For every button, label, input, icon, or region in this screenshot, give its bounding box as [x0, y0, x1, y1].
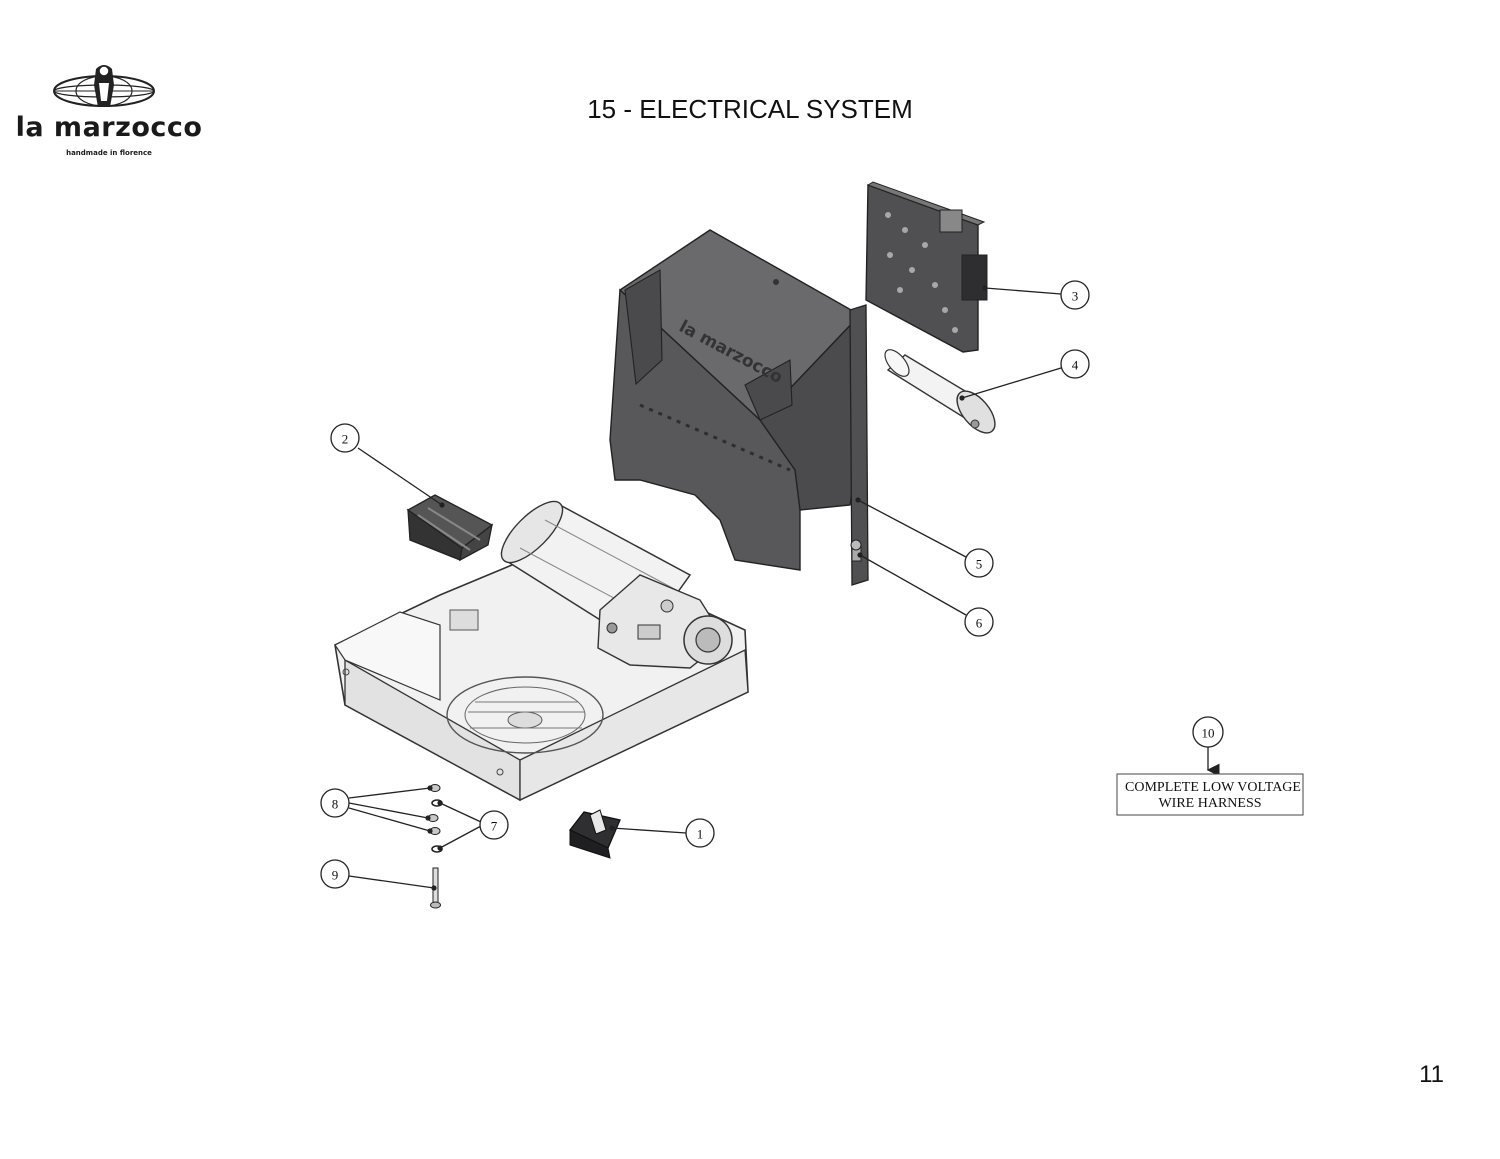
callout-7: 7 — [491, 819, 498, 834]
screw-part — [850, 539, 862, 562]
nuts-washers — [427, 784, 443, 853]
la-marzocco-logo — [53, 65, 155, 107]
pump-motor — [500, 500, 733, 669]
wire-harness-line2: WIRE HARNESS — [1158, 796, 1261, 811]
callout-4: 4 — [1072, 358, 1079, 373]
relay-block — [406, 494, 494, 562]
page-title: 15 - ELECTRICAL SYSTEM — [587, 94, 913, 124]
callout-6: 6 — [976, 616, 983, 631]
control-board — [865, 181, 988, 353]
electrical-cover: la marzocco — [609, 229, 869, 586]
wire-harness-line1: COMPLETE LOW VOLTAGE — [1125, 780, 1301, 795]
callout-10: 10 — [1202, 726, 1215, 741]
callout-1: 1 — [697, 827, 704, 842]
power-switch — [568, 809, 621, 859]
leader-lines — [348, 285, 1220, 891]
callout-8: 8 — [332, 797, 339, 812]
brand-tagline: handmade in florence — [66, 149, 152, 157]
callout-circles — [320, 280, 1224, 889]
capacitor — [884, 349, 996, 434]
callout-9: 9 — [332, 868, 339, 883]
callout-3: 3 — [1072, 289, 1079, 304]
callout-2: 2 — [342, 432, 349, 447]
wire-harness-box — [1116, 773, 1304, 816]
page-number: 11 — [1419, 1061, 1444, 1088]
base-frame — [334, 544, 749, 802]
callout-5: 5 — [976, 557, 983, 572]
brand-wordmark: la marzocco — [15, 112, 203, 143]
